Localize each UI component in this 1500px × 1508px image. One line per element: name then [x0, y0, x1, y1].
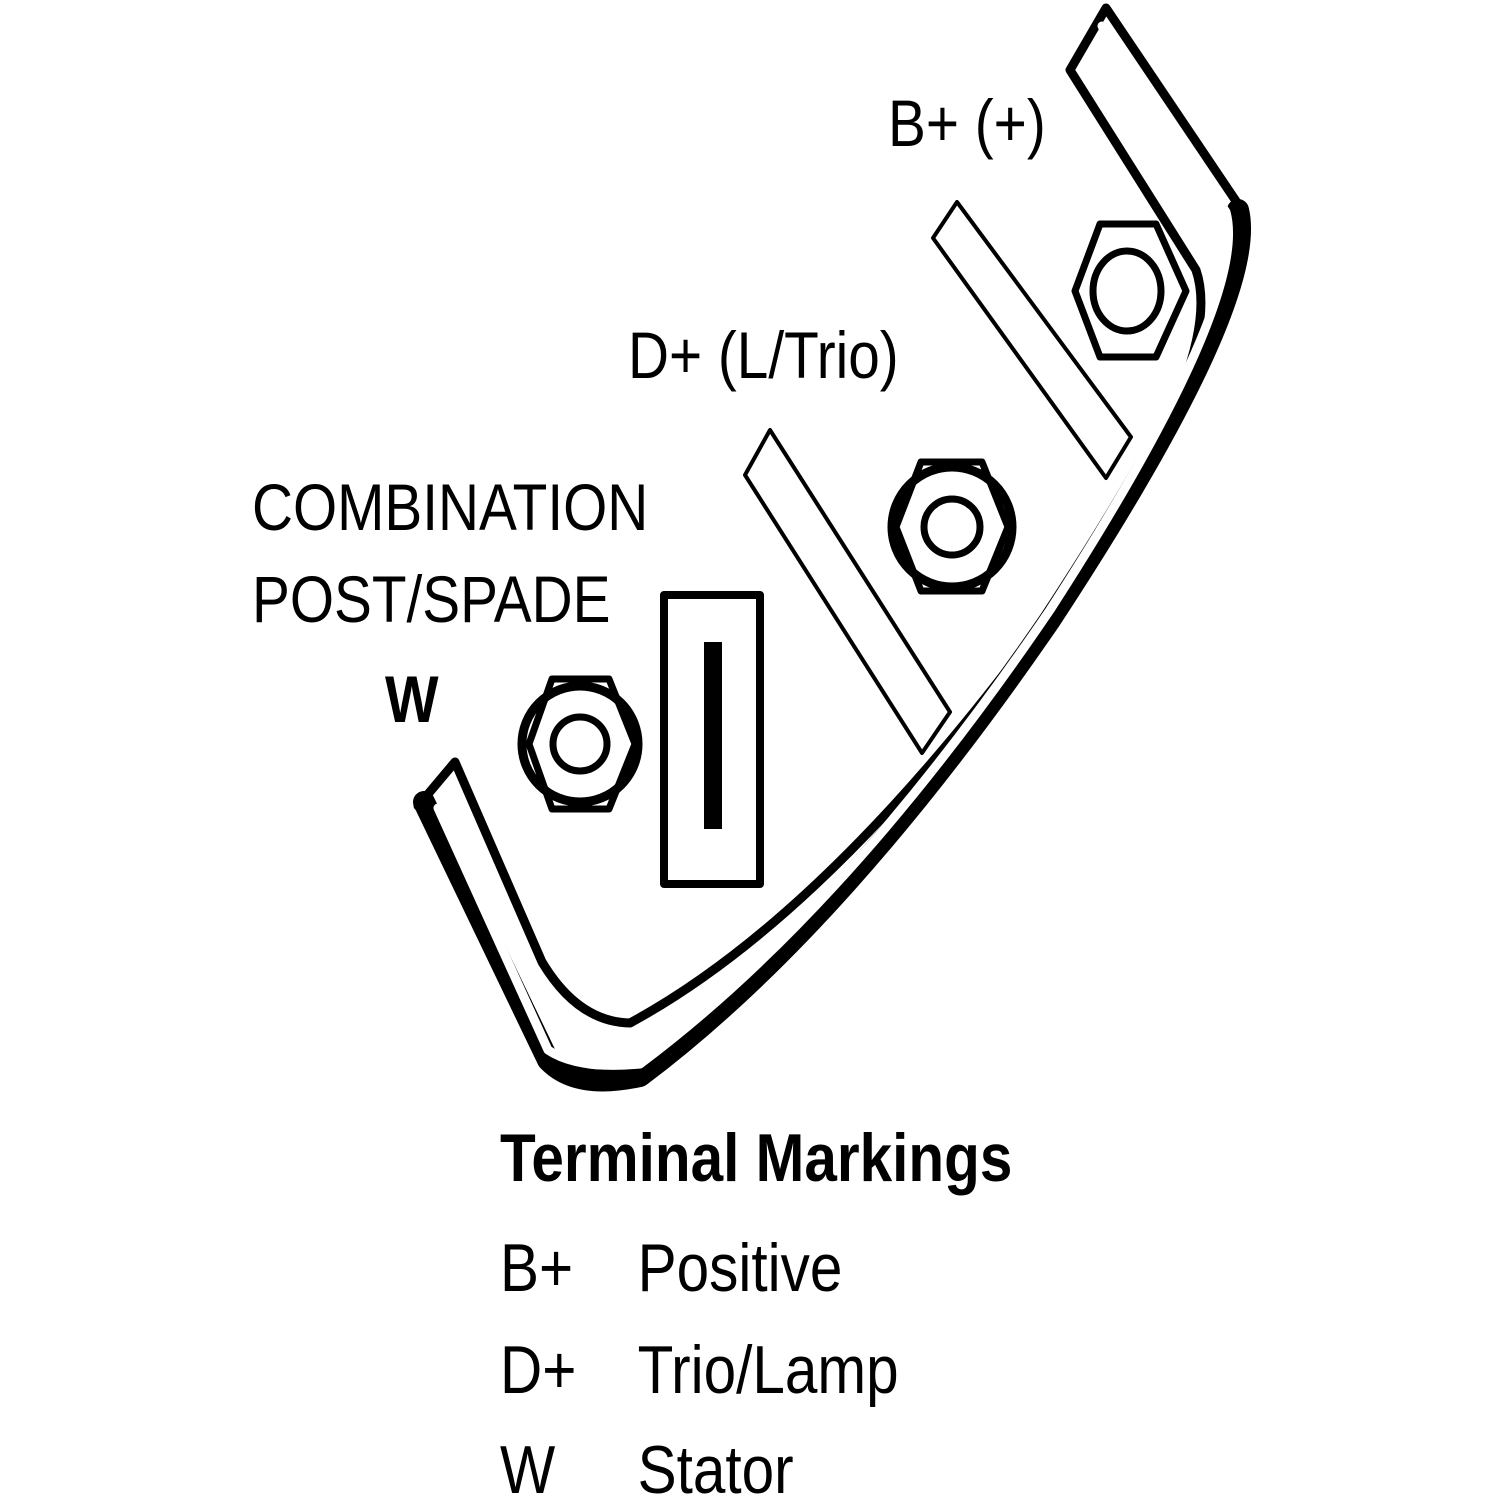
w-hole	[549, 713, 611, 775]
legend-row-w: W Stator	[500, 1436, 982, 1504]
d-plus-strap	[743, 428, 952, 755]
d-plus-ring	[887, 462, 1017, 592]
spade-blade	[704, 642, 722, 829]
legend-row-d-plus: D+ Trio/Lamp	[500, 1336, 982, 1406]
housing-inner-edge	[433, 21, 1234, 1070]
w-hex	[525, 675, 639, 813]
d-plus-label: D+ (L/Trio)	[628, 318, 899, 392]
legend-code: W	[500, 1432, 556, 1508]
housing-outer-shadow	[413, 199, 1252, 1092]
legend-description: Trio/Lamp	[637, 1332, 899, 1408]
b-plus-label: B+ (+)	[888, 86, 1046, 160]
legend-code: B+	[500, 1230, 574, 1306]
legend-title: Terminal Markings	[500, 1120, 1013, 1196]
d-plus-hole	[920, 495, 984, 559]
combination-label-line1: COMBINATION	[252, 470, 649, 544]
legend-code: D+	[500, 1332, 577, 1408]
legend-description: Stator	[637, 1432, 794, 1508]
legend-row-b-plus: B+ Positive	[500, 1234, 982, 1304]
combination-label-line2: POST/SPADE	[252, 562, 611, 636]
b-plus-hole	[1089, 247, 1165, 335]
legend-description: Positive	[637, 1230, 843, 1306]
d-plus-hex	[892, 458, 1012, 595]
b-plus-strap	[931, 200, 1133, 480]
w-label: W	[385, 662, 439, 736]
